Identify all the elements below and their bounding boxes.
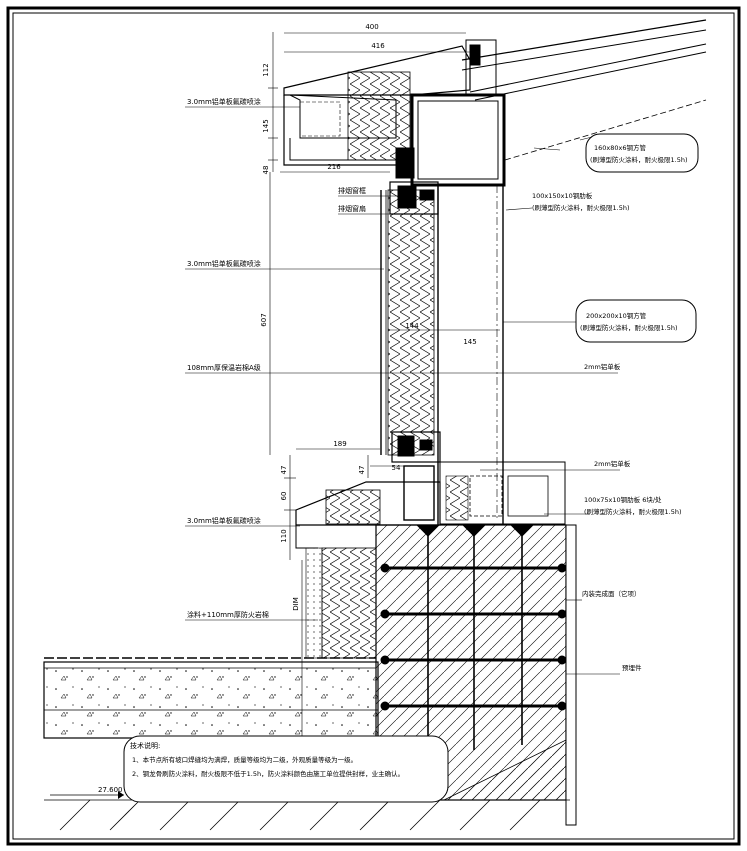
dim-189: 189: [333, 440, 346, 448]
label-steel-tube-main-1: 200x200x10钢方管: [586, 311, 647, 320]
label-embed: 预埋件: [622, 663, 642, 672]
dim-144: 144: [405, 322, 419, 330]
dim-607: 607: [260, 313, 268, 326]
label-smoke-sash: 排烟窗扇: [338, 204, 366, 213]
label-panel-mid: 3.0mm铝单板氟碳喷涂: [187, 259, 261, 268]
insulation-vertical: [387, 189, 435, 456]
label-panel-low: 3.0mm铝单板氟碳喷涂: [187, 516, 261, 525]
notes-line-2: 2、钢龙骨刷防火涂料，耐火极限不低于1.5h，防火涂料颜色由施工单位提供封样，业…: [132, 769, 404, 778]
leader-lines: [185, 106, 620, 675]
label-rib-plate-1: 100x150x10钢肋板: [532, 191, 593, 200]
notes-title: 技术说明:: [130, 741, 160, 750]
dim-145-col: 145: [463, 338, 476, 346]
label-steel-tube-top-2: (刷薄型防火涂料，耐火极限1.5h): [590, 155, 688, 164]
dim-110: 110: [280, 529, 288, 542]
steel-tube-top: [410, 39, 506, 187]
label-rib-plate-b-1: 100x75x10钢肋板 6块/处: [584, 495, 662, 504]
label-fire-rock: 涂料+110mm厚防火岩棉: [187, 610, 269, 619]
dim-54: 54: [392, 464, 401, 472]
parapet-cap: [283, 45, 471, 166]
base-sill: [295, 461, 566, 549]
dim-112: 112: [262, 63, 270, 76]
dim-bottom: DIM: [292, 597, 300, 611]
label-panel-top: 3.0mm铝单板氟碳喷涂: [187, 97, 261, 106]
coating-strip: [305, 547, 323, 659]
label-rib-plate-2: (刷薄型防火涂料，耐火极限1.5h): [532, 203, 630, 212]
dim-47-inner: 47: [358, 466, 366, 475]
label-insulation: 108mm厚保温岩棉A级: [187, 363, 261, 372]
finish-face: [565, 524, 577, 826]
dim-400: 400: [365, 23, 378, 31]
label-elevation: 27.600: [98, 786, 123, 794]
dim-60: 60: [280, 492, 288, 501]
dimension-lines: [268, 32, 500, 740]
cloud-callouts: [123, 133, 699, 803]
rebar-grid: [380, 525, 567, 750]
label-steel-tube-main-2: (刷薄型防火涂料，耐火极限1.5h): [580, 323, 678, 332]
label-smoke-frame: 排烟窗框: [338, 186, 366, 195]
sheet-inner-border: [12, 12, 735, 840]
smoke-window-frame: [389, 147, 441, 463]
dim-48: 48: [262, 166, 270, 175]
dim-145: 145: [262, 119, 270, 132]
dim-47: 47: [280, 466, 288, 475]
floor-slab: [43, 661, 379, 739]
notes-line-1: 1、本节点所有坡口焊缝均为满焊，质量等级均为二级，外观质量等级为一级。: [132, 755, 357, 764]
fire-rockwool: [321, 547, 377, 659]
roof-glazing: [461, 19, 707, 161]
label-steel-tube-top-1: 160x80x6钢方管: [594, 143, 647, 152]
label-al-panel-2mm: 2mm铝单板: [584, 362, 621, 371]
dim-416: 416: [371, 42, 385, 50]
label-al-panel-2mm-b: 2mm铝单板: [594, 459, 631, 468]
label-rib-plate-b-2: (刷薄型防火涂料，耐火极限1.5h): [584, 507, 682, 516]
dim-216: 216: [327, 163, 341, 171]
steel-column: [380, 185, 504, 525]
label-finish-face: 内装完成面（它项）: [582, 589, 641, 598]
sheet-border: [6, 6, 741, 846]
